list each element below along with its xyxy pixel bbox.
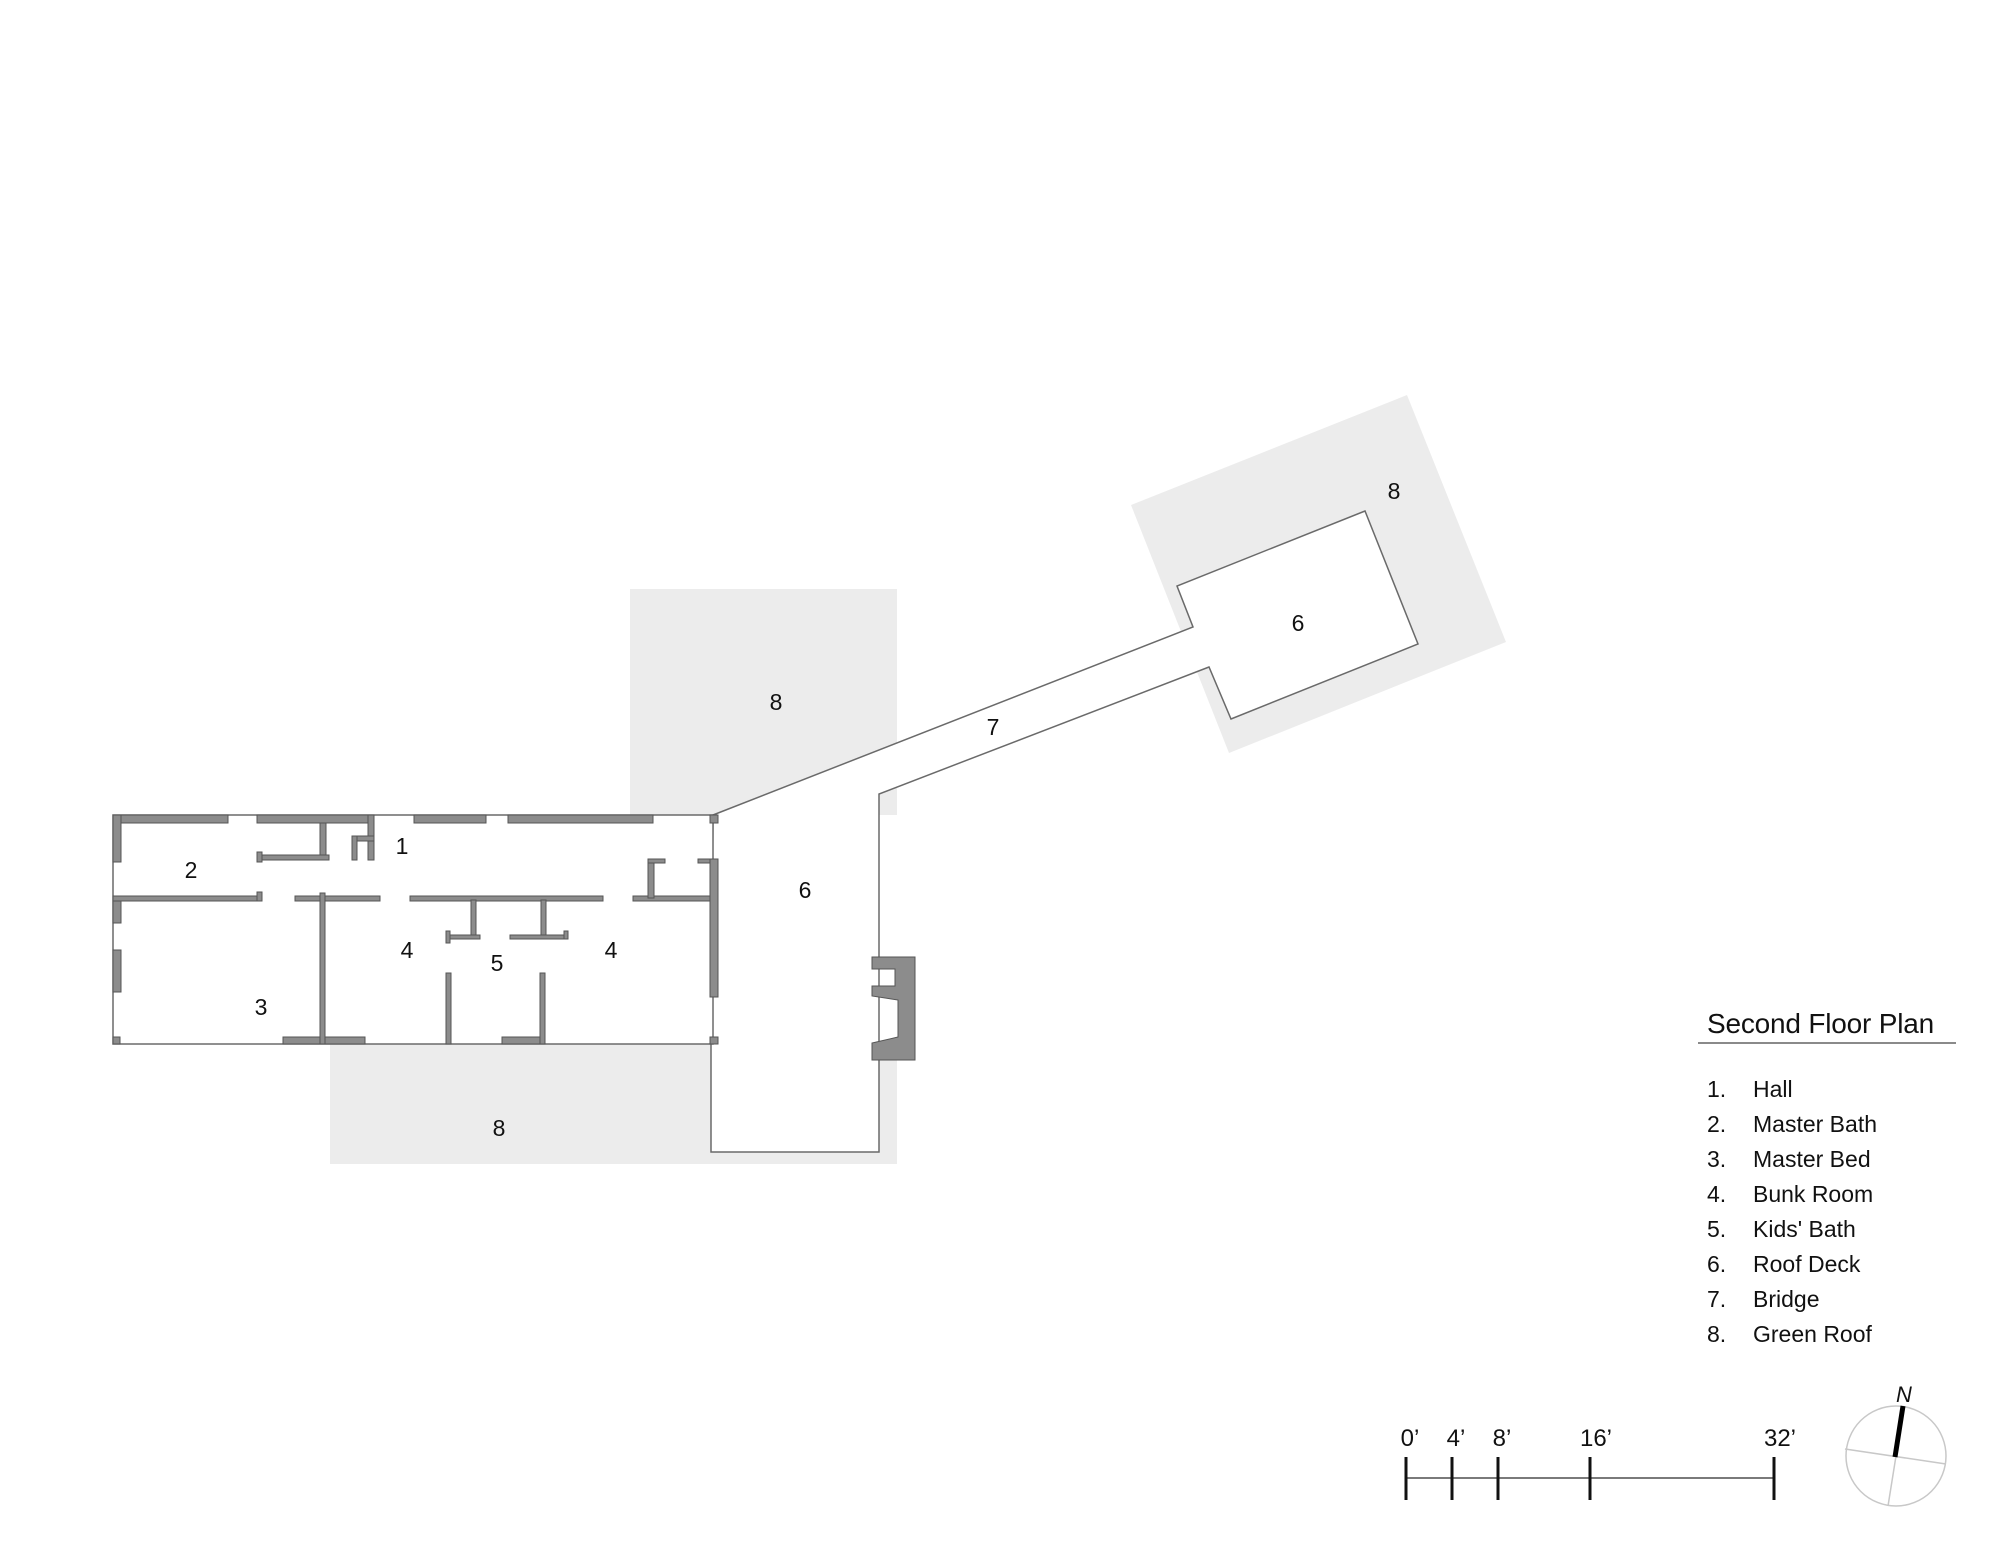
scale-label-0: 0’: [1401, 1425, 1420, 1452]
legend-item-number: 3.: [1707, 1146, 1727, 1172]
legend-item-number: 4.: [1707, 1181, 1727, 1207]
legend-item-green-roof: 8. Green Roof: [1707, 1317, 1956, 1352]
deck-and-bridge: [710, 510, 1419, 1153]
room-label-master-bed: 3: [255, 994, 268, 1020]
fireplace: [871, 956, 916, 1061]
room-label-hall: 1: [396, 833, 409, 859]
legend-item-hall: 1. Hall: [1707, 1072, 1956, 1107]
legend-item-kids-bath: 5. Kids' Bath: [1707, 1212, 1956, 1247]
scale-label-32: 32’: [1764, 1425, 1796, 1452]
legend: Second Floor Plan 1. Hall 2. Master Bath 3…: [1698, 1008, 1956, 1352]
legend-item-label: Roof Deck: [1753, 1251, 1861, 1277]
legend-item-number: 2.: [1707, 1111, 1727, 1137]
legend-title: Second Floor Plan: [1698, 1008, 1956, 1044]
legend-item-label: Master Bed: [1753, 1146, 1871, 1172]
scale-label-16: 16’: [1580, 1425, 1612, 1452]
legend-item-label: Green Roof: [1753, 1321, 1872, 1347]
legend-item-label: Master Bath: [1753, 1111, 1877, 1137]
north-arrow-icon: N: [1844, 1382, 1947, 1507]
room-label-kids-bath: 5: [491, 950, 504, 976]
legend-item-number: 5.: [1707, 1216, 1727, 1242]
legend-item-bridge: 7. Bridge: [1707, 1282, 1956, 1317]
room-label-roof-deck-west: 6: [799, 877, 812, 903]
legend-item-label: Hall: [1753, 1076, 1793, 1102]
legend-item-label: Bridge: [1753, 1286, 1820, 1312]
legend-item-label: Bunk Room: [1753, 1181, 1874, 1207]
legend-item-master-bath: 2. Master Bath: [1707, 1107, 1956, 1142]
room-label-green-roof-north: 8: [770, 689, 783, 715]
room-label-green-roof-south: 8: [493, 1115, 506, 1141]
scale-label-8: 8’: [1493, 1425, 1512, 1452]
legend-item-number: 1.: [1707, 1076, 1727, 1102]
scale-bar: 0’ 4’ 8’ 16’ 32’: [1401, 1425, 1796, 1500]
scale-label-4: 4’: [1447, 1425, 1466, 1452]
legend-item-roof-deck: 6. Roof Deck: [1707, 1247, 1956, 1282]
legend-list: 1. Hall 2. Master Bath 3. Master Bed 4. Bunk…: [1698, 1072, 1956, 1352]
room-label-roof-deck-east: 6: [1292, 610, 1305, 636]
room-label-bunk-room-east: 4: [605, 937, 618, 963]
legend-item-number: 7.: [1707, 1286, 1727, 1312]
room-label-bunk-room-west: 4: [401, 937, 414, 963]
legend-item-number: 6.: [1707, 1251, 1727, 1277]
roof-deck-west-outline: [710, 510, 1419, 1153]
room-label-master-bath: 2: [185, 857, 198, 883]
room-label-bridge: 7: [987, 714, 1000, 740]
walls: [112, 814, 719, 1045]
north-label: N: [1896, 1382, 1912, 1407]
room-labels: 1 2 3 4 5 4 6 7 6 8 8 8: [185, 478, 1401, 1141]
legend-item-bunk-room: 4. Bunk Room: [1707, 1177, 1956, 1212]
legend-item-master-bed: 3. Master Bed: [1707, 1142, 1956, 1177]
legend-item-number: 8.: [1707, 1321, 1727, 1347]
room-label-green-roof-east: 8: [1388, 478, 1401, 504]
legend-item-label: Kids' Bath: [1753, 1216, 1856, 1242]
building-outline: [112, 814, 714, 1045]
